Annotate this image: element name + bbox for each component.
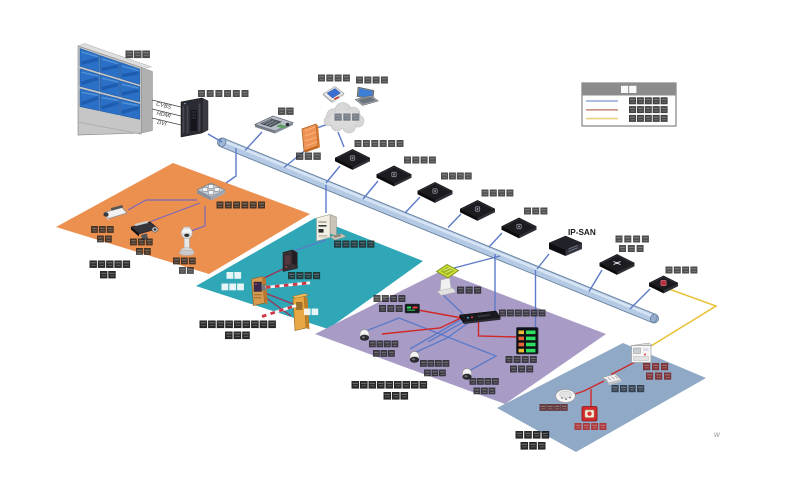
- svg-text:CVBS: CVBS: [155, 102, 171, 111]
- svg-text:w: w: [714, 430, 721, 439]
- svg-text:HDMI: HDMI: [156, 111, 172, 120]
- svg-text:IP-SAN: IP-SAN: [568, 228, 596, 237]
- svg-text:DVI: DVI: [156, 120, 167, 128]
